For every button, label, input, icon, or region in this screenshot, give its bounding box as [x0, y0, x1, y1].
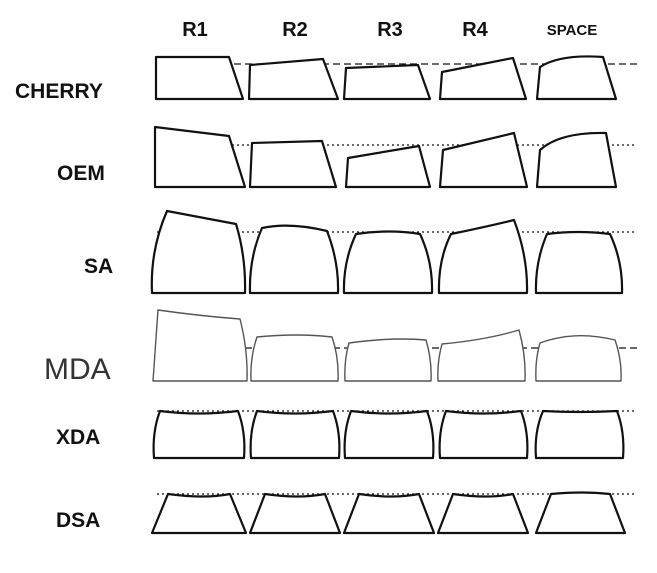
dsa-r2-keycap	[248, 492, 342, 535]
mda-r4-keycap	[437, 329, 526, 382]
sa-r3-keycap	[342, 230, 434, 295]
sa-r1-keycap	[150, 209, 247, 295]
sa-r4-keycap	[437, 218, 529, 295]
mda-space-keycap	[535, 334, 622, 382]
row-label-oem: OEM	[57, 162, 105, 185]
column-label-r4: R4	[462, 19, 488, 41]
xda-r1-keycap	[152, 409, 246, 460]
cherry-r4-keycap	[438, 56, 528, 101]
oem-r1-keycap	[153, 125, 247, 189]
row-label-xda: XDA	[56, 426, 100, 449]
mda-r1-keycap	[152, 309, 248, 382]
xda-r3-keycap	[343, 409, 435, 460]
row-label-dsa: DSA	[56, 509, 100, 532]
sa-space-keycap	[534, 230, 624, 295]
cherry-r1-keycap	[154, 55, 245, 101]
row-label-cherry: CHERRY	[15, 80, 103, 103]
dsa-r3-keycap	[342, 492, 436, 535]
oem-r4-keycap	[438, 131, 529, 189]
column-label-r3: R3	[377, 19, 403, 41]
dsa-r4-keycap	[436, 492, 530, 535]
oem-r3-keycap	[344, 144, 432, 189]
oem-r2-keycap	[248, 139, 338, 189]
mda-r2-keycap	[250, 334, 339, 382]
row-label-mda: MDA	[44, 353, 111, 386]
dsa-r1-keycap	[150, 492, 248, 535]
cherry-r3-keycap	[342, 63, 432, 101]
cherry-r2-keycap	[247, 57, 340, 101]
dsa-space-keycap	[534, 491, 627, 535]
xda-space-keycap	[534, 409, 625, 460]
column-label-r1: R1	[182, 19, 208, 41]
row-label-sa: SA	[84, 255, 113, 278]
sa-r2-keycap	[248, 224, 340, 295]
mda-r3-keycap	[344, 338, 432, 382]
xda-r2-keycap	[249, 409, 341, 460]
xda-r4-keycap	[438, 409, 529, 460]
column-label-space: SPACE	[547, 22, 598, 39]
oem-space-keycap	[535, 131, 618, 189]
column-label-r2: R2	[282, 19, 308, 41]
cherry-space-keycap	[535, 55, 618, 101]
